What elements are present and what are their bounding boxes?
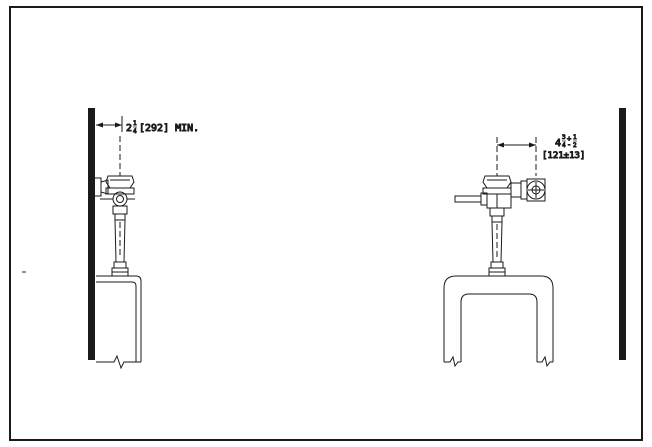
front-valve-body (482, 175, 512, 189)
front-dimension-metric: [121±13] (542, 151, 585, 161)
front-dimension-tol-den: 2 (573, 142, 577, 149)
side-dimension-whole: 2 (126, 123, 132, 134)
side-dimension (96, 116, 123, 176)
side-fixture (96, 275, 142, 362)
front-dimension-whole: 4 (555, 138, 561, 149)
front-fixture (443, 275, 554, 362)
front-dimension-tol-minus: - (567, 141, 571, 149)
side-flush-tube (114, 219, 126, 263)
side-supply-stub (95, 177, 102, 197)
front-flush-tube (491, 221, 503, 263)
front-dimension-frac-den: 4 (562, 142, 566, 149)
front-wall (619, 108, 626, 360)
front-handle (454, 195, 482, 203)
sheet-border (9, 6, 643, 441)
side-view: 2 1 4 [292] MIN. (88, 108, 200, 370)
side-dimension-frac-num: 1 (133, 120, 137, 127)
side-dimension-frac-den: 4 (133, 128, 137, 135)
side-wall (88, 108, 95, 360)
front-dimension-tol-plus: + (567, 135, 571, 143)
front-dimension (496, 137, 537, 176)
side-valve-body (105, 175, 135, 189)
front-dimension-tol-num: 1 (573, 134, 577, 141)
front-view: 4 3 4 + - 1 2 [121±13] (443, 108, 626, 368)
front-dimension-frac-num: 3 (562, 134, 566, 141)
side-dimension-label: [292] MIN. (139, 123, 199, 134)
